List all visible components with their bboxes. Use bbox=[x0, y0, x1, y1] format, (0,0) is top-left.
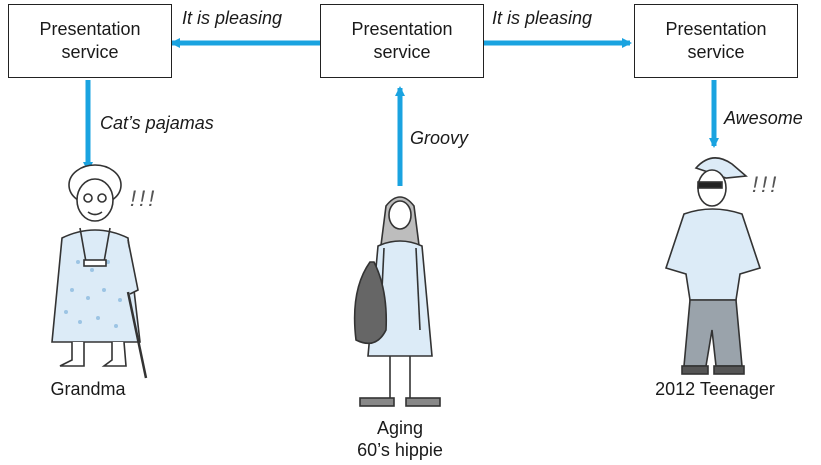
arrow-label-right-down: Awesome bbox=[724, 108, 803, 128]
grandma-caption: Grandma bbox=[50, 379, 126, 399]
arrow-label-hippie-up: Groovy bbox=[410, 128, 469, 148]
hippie-caption: Aging 60’s hippie bbox=[357, 418, 443, 460]
teenager-illustration bbox=[664, 157, 762, 375]
hippie-illustration bbox=[353, 196, 441, 407]
arrow-label-left-down: Cat’s pajamas bbox=[100, 113, 214, 133]
grandma-exclamation: !!! bbox=[130, 186, 158, 211]
presentation-service-box-center: Presentation service bbox=[320, 4, 484, 78]
presentation-service-box-right: Presentation service bbox=[634, 4, 798, 78]
teenager-exclamation: !!! bbox=[752, 172, 780, 197]
arrow-label-center-to-left: It is pleasing bbox=[182, 8, 283, 28]
teenager-caption: 2012 Teenager bbox=[655, 379, 775, 399]
grandma-illustration bbox=[51, 164, 148, 379]
presentation-service-box-left: Presentation service bbox=[8, 4, 172, 78]
arrow-label-center-to-right: It is pleasing bbox=[492, 8, 593, 28]
